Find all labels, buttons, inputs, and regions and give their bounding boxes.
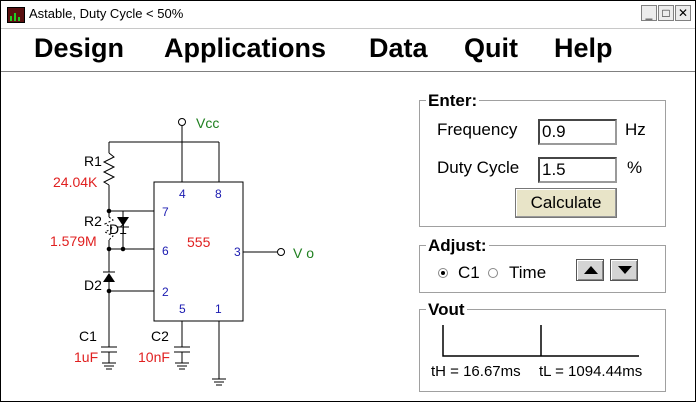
r1-label: R1 (84, 153, 102, 169)
duty-cycle-unit: % (627, 158, 643, 177)
enter-group-title: Enter: (426, 91, 480, 111)
chip-label: 555 (187, 234, 211, 250)
vout-group: Vout (419, 300, 666, 392)
circuit-schematic: Vcc V o R1 24.04K R2 1.579M D1 D2 C1 1uF… (50, 115, 314, 386)
vcc-label: Vcc (196, 115, 219, 131)
window-title: Astable, Duty Cycle < 50% (29, 6, 184, 21)
arrow-up-icon (584, 266, 598, 274)
app-icon (7, 7, 25, 23)
vo-label: V o (293, 245, 314, 261)
vout-th: tH = 16.67ms (431, 363, 521, 380)
radio-time[interactable] (488, 268, 498, 278)
pin-7-label: 7 (162, 205, 169, 219)
pin-4-label: 4 (179, 187, 186, 201)
diode-d2 (103, 271, 115, 282)
pin-2-label: 2 (162, 285, 169, 299)
c2-value: 10nF (138, 349, 170, 365)
title-bar: Astable, Duty Cycle < 50% _ □ ✕ (1, 1, 695, 29)
menu-applications[interactable]: Applications (164, 33, 327, 63)
pin-6-label: 6 (162, 244, 169, 258)
maximize-button[interactable]: □ (658, 5, 674, 21)
c1-value: 1uF (74, 349, 98, 365)
radio-c1-dot (441, 271, 445, 275)
c1-label: C1 (79, 328, 97, 344)
arrow-down-icon (618, 266, 632, 274)
frequency-unit: Hz (625, 120, 646, 139)
r1-value: 24.04K (53, 174, 98, 190)
vout-group-title: Vout (426, 300, 467, 320)
menu-help[interactable]: Help (554, 33, 613, 63)
r2-label: R2 (84, 213, 102, 229)
adjust-up-button[interactable] (576, 259, 604, 281)
d1-label: D1 (109, 221, 127, 237)
adjust-down-button[interactable] (610, 259, 638, 281)
radio-time-label[interactable]: Time (509, 263, 547, 282)
calculate-button[interactable]: Calculate (515, 188, 617, 218)
vout-tl: tL = 1094.44ms (539, 363, 643, 380)
minimize-button[interactable]: _ (641, 5, 657, 21)
duty-cycle-label: Duty Cycle (437, 158, 520, 177)
adjust-group: Adjust: (419, 236, 666, 293)
menu-data[interactable]: Data (369, 33, 428, 63)
adjust-group-title: Adjust: (426, 236, 489, 256)
c2-label: C2 (151, 328, 169, 344)
duty-cycle-input[interactable] (538, 157, 617, 183)
pin-8-label: 8 (215, 187, 222, 201)
pin-3-label: 3 (234, 245, 241, 259)
frequency-input[interactable] (538, 119, 617, 145)
radio-c1[interactable] (438, 268, 448, 278)
pin-1-label: 1 (215, 302, 222, 316)
radio-c1-label[interactable]: C1 (458, 263, 480, 282)
d2-label: D2 (84, 277, 102, 293)
r2-value: 1.579M (50, 233, 97, 249)
menu-design[interactable]: Design (34, 33, 125, 63)
menu-bar: Design Applications Data Quit Help (1, 29, 695, 72)
enter-group: Enter: (419, 91, 666, 227)
diode-d1 (117, 217, 129, 228)
frequency-label: Frequency (437, 120, 518, 139)
pin-5-label: 5 (179, 302, 186, 316)
close-button[interactable]: ✕ (675, 5, 691, 21)
menu-quit[interactable]: Quit (464, 33, 518, 63)
